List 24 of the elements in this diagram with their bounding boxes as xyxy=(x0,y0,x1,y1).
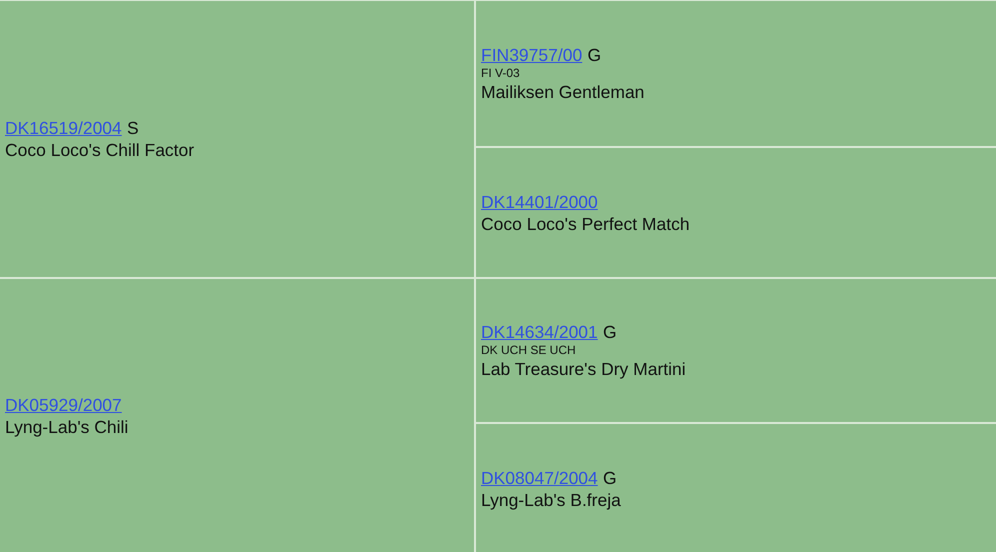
dog-name: Coco Loco's Perfect Match xyxy=(481,212,690,234)
dog-name: Lyng-Lab's B.freja xyxy=(481,488,621,510)
registration-link: DK05929/2007 xyxy=(5,394,122,416)
pedigree-cell xyxy=(476,424,996,552)
grade-letter: G xyxy=(603,321,617,343)
title-text: DK UCH SE UCH xyxy=(481,343,576,358)
registration-link: DK14634/2001 xyxy=(481,321,598,343)
pedigree-cell xyxy=(476,1,996,146)
registration-link: DK14401/2000 xyxy=(481,190,598,212)
dog-name: Lab Treasure's Dry Martini xyxy=(481,358,686,380)
grade-letter: S xyxy=(127,117,139,139)
registration-link: FIN39757/00 xyxy=(481,44,582,66)
pedigree-cell xyxy=(476,148,996,277)
dog-name: Coco Loco's Chill Factor xyxy=(5,139,194,161)
pedigree-cell xyxy=(0,1,474,277)
title-text: FI V-03 xyxy=(481,66,520,81)
pedigree-cell xyxy=(476,279,996,422)
grade-letter: G xyxy=(603,466,617,488)
registration-link: DK08047/2004 xyxy=(481,466,598,488)
registration-link: DK16519/2004 xyxy=(5,117,122,139)
grade-letter: G xyxy=(587,44,602,66)
pedigree-cell xyxy=(0,279,474,552)
dog-name: Lyng-Lab's Chili xyxy=(5,416,128,438)
dog-name: Mailiksen Gentleman xyxy=(481,81,644,103)
